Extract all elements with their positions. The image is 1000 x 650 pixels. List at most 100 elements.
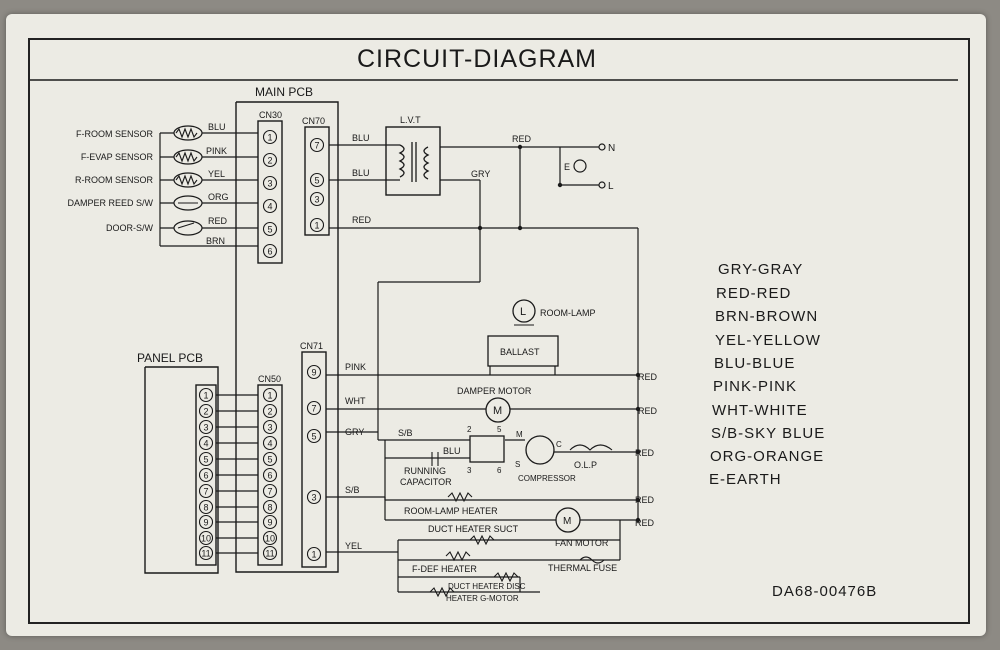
legend-item: BRN-BROWN (715, 308, 818, 325)
cn50-pin-number: 8 (267, 503, 272, 513)
cn71-pin (306, 400, 322, 416)
damper-motor-label: DAMPER MOTOR (457, 386, 532, 396)
panel-pin-number: 4 (203, 439, 208, 449)
cn71-label: CN71 (300, 341, 323, 351)
damper-motor-icon (485, 397, 511, 423)
cn70-pin (309, 217, 325, 233)
wire-color-label: RED (512, 134, 532, 144)
cn30-pin-number: 3 (267, 179, 272, 189)
panel-pin (198, 435, 214, 451)
panel-pin (198, 545, 214, 561)
relay-box (469, 435, 505, 463)
door-switch-icon (173, 220, 203, 236)
cn50-pin-number: 5 (267, 455, 272, 465)
panel-pin-number: 10 (201, 534, 211, 544)
panel-pin-number: 9 (203, 518, 208, 528)
olp-label: O.L.P (574, 460, 597, 470)
cn70-pin-number: 7 (314, 141, 319, 151)
heater-g-motor-label: HEATER G-MOTOR (446, 594, 519, 603)
cn71-pin (306, 489, 322, 505)
lvt-label: L.V.T (400, 115, 421, 125)
compressor-icon (525, 435, 555, 465)
cn50-pin (262, 545, 278, 561)
cn30-pin (262, 221, 278, 237)
cn50-label: CN50 (258, 374, 281, 384)
fan-motor-icon (555, 507, 581, 533)
cn70-label: CN70 (302, 116, 325, 126)
wire-color-label: WHT (345, 396, 366, 406)
running-capacitor-label: RUNNING (404, 466, 446, 476)
cn50-pin (262, 467, 278, 483)
legend-item: WHT-WHITE (712, 402, 808, 419)
duct-heater-disc-label: DUCT HEATER DISC (448, 582, 526, 591)
cn71-pin (306, 364, 322, 380)
ballast-box (487, 335, 559, 367)
panel-pin (198, 403, 214, 419)
cn50-pin (262, 530, 278, 546)
legend: GRY-GRAY RED-RED BRN-BROWN YEL-YELLOW BL… (709, 261, 825, 488)
cn71-pin-number: 5 (311, 432, 316, 442)
cn50-pin-number: 1 (267, 391, 272, 401)
cn50-pin-number: 10 (265, 534, 275, 544)
cn50-pin-number: 6 (267, 471, 272, 481)
relay-pin: 3 (467, 466, 472, 475)
room-lamp-heater-label: ROOM-LAMP HEATER (404, 506, 498, 516)
duct-heater-suct-label: DUCT HEATER SUCT (428, 524, 519, 534)
panel-pin (198, 467, 214, 483)
wire-color-label: RED (638, 372, 658, 382)
olp-icon (569, 444, 613, 451)
legend-item: BLU-BLUE (714, 355, 795, 372)
cn70-pin-number: 3 (314, 195, 319, 205)
blu-label: BLU (443, 446, 461, 456)
wire-color-label: RED (638, 406, 658, 416)
cn50-pin (262, 514, 278, 530)
cn50-pin-number: 4 (267, 439, 272, 449)
wire-color-label: GRY (345, 427, 364, 437)
legend-item: RED-RED (716, 285, 791, 302)
panel-pin-number: 3 (203, 423, 208, 433)
lamp-icon (512, 299, 536, 323)
cn71-pin-number: 3 (311, 493, 316, 503)
room-lamp-label: ROOM-LAMP (540, 308, 596, 318)
diagram-title: CIRCUIT-DIAGRAM (357, 45, 597, 73)
cn30-pin-number: 2 (267, 156, 272, 166)
wire-color-label: YEL (345, 541, 362, 551)
wire-color-label: PINK (345, 362, 366, 372)
wire-color-label: YEL (208, 169, 225, 179)
sensor-name: F-EVAP SENSOR (81, 152, 154, 162)
thermal-fuse-label: THERMAL FUSE (548, 563, 617, 573)
cn71-pin (306, 428, 322, 444)
cn30-pin-number: 1 (267, 133, 272, 143)
panel-pcb-label: PANEL PCB (137, 351, 203, 365)
sensor-name: R-ROOM SENSOR (75, 175, 154, 185)
legend-item: PINK-PINK (713, 378, 797, 395)
wire-color-label: RED (635, 495, 655, 505)
fdef-heater-label: F-DEF HEATER (412, 564, 477, 574)
cn50-pin-number: 2 (267, 407, 272, 417)
wire-color-label: RED (352, 215, 372, 225)
wire-color-label: RED (635, 448, 655, 458)
cn70-pin (309, 137, 325, 153)
wire-color-label: S/B (345, 485, 360, 495)
cn30-pin (262, 152, 278, 168)
cn30-label: CN30 (259, 110, 282, 120)
thermal-fuse-icon (579, 556, 605, 564)
legend-item: S/B-SKY BLUE (711, 425, 825, 442)
cn30-pin (262, 175, 278, 191)
earth-label: E (564, 162, 570, 172)
wire-color-label: BLU (352, 168, 370, 178)
wire-color-label: ORG (208, 192, 229, 202)
cn30-pin-number: 5 (267, 225, 272, 235)
part-number: DA68-00476B (772, 583, 877, 600)
cn50-pin (262, 435, 278, 451)
cn50-pin (262, 451, 278, 467)
panel-pin-number: 1 (203, 391, 208, 401)
wire-color-label: PINK (206, 146, 227, 156)
cn71-pin (306, 546, 322, 562)
panel-pin (198, 387, 214, 403)
line-label: L (608, 181, 614, 192)
compressor-terminal: C (556, 440, 562, 449)
motor-symbol: M (493, 405, 502, 417)
running-capacitor-label: CAPACITOR (400, 477, 452, 487)
